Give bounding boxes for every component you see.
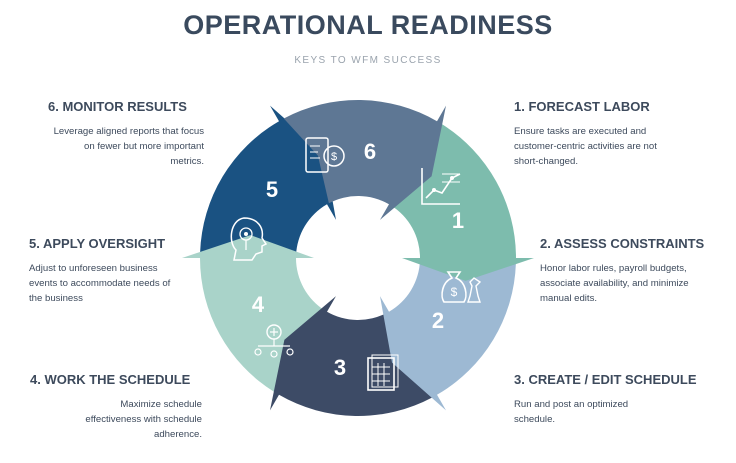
page-title: OPERATIONAL READINESS bbox=[183, 10, 553, 40]
step-5-heading: 5. APPLY OVERSIGHT bbox=[29, 236, 166, 251]
cycle-arrow-segment-6 bbox=[283, 100, 446, 220]
step-4-number: 4 bbox=[252, 292, 265, 317]
step-6-block: 6. MONITOR RESULTS Leverage aligned repo… bbox=[48, 99, 204, 169]
svg-text:$: $ bbox=[331, 151, 337, 163]
step-2-heading: 2. ASSESS CONSTRAINTS bbox=[540, 236, 705, 251]
step-3-number: 3 bbox=[334, 355, 346, 380]
report-dashboard-icon: $ bbox=[305, 137, 345, 173]
step-3-block: 3. CREATE / EDIT SCHEDULE Run and post a… bbox=[514, 372, 714, 427]
svg-text:$: $ bbox=[451, 285, 458, 299]
step-1-heading: 1. FORECAST LABOR bbox=[514, 99, 650, 114]
head-idea-icon bbox=[230, 217, 268, 261]
step-2-block: 2. ASSESS CONSTRAINTS Honor labor rules,… bbox=[540, 236, 736, 306]
step-2-description: Honor labor rules, payroll budgets, asso… bbox=[540, 263, 689, 304]
line-chart-icon bbox=[421, 168, 461, 205]
step-1-description: Ensure tasks are executed and customer-c… bbox=[514, 126, 657, 167]
schedule-grid-icon bbox=[367, 354, 399, 391]
step-4-heading: 4. WORK THE SCHEDULE bbox=[30, 372, 191, 387]
step-5-description: Adjust to unforeseen business events to … bbox=[29, 263, 171, 304]
step-6-heading: 6. MONITOR RESULTS bbox=[48, 99, 187, 114]
step-5-number: 5 bbox=[266, 177, 278, 202]
step-4-block: 4. WORK THE SCHEDULE Maximize schedule e… bbox=[30, 372, 202, 442]
step-2-number: 2 bbox=[432, 308, 444, 333]
step-4-description: Maximize schedule effectiveness with sch… bbox=[85, 399, 202, 440]
page-subtitle: KEYS TO WFM SUCCESS bbox=[294, 55, 442, 66]
cycle-arrow-segment-5 bbox=[200, 105, 336, 256]
step-1-number: 1 bbox=[452, 208, 464, 233]
step-3-description: Run and post an optimized schedule. bbox=[514, 399, 629, 425]
cycle-arrow-segment-2 bbox=[380, 260, 516, 411]
cycle-arrow-segment-4 bbox=[182, 235, 326, 392]
team-network-icon bbox=[254, 324, 294, 358]
step-5-block: 5. APPLY OVERSIGHT Adjust to unforeseen … bbox=[29, 236, 199, 306]
cycle-arrow-segment-1 bbox=[390, 124, 534, 281]
step-6-description: Leverage aligned reports that focus on f… bbox=[53, 126, 204, 167]
money-bag-chess-icon: $ bbox=[441, 271, 482, 303]
cycle-arrow-segment-3 bbox=[270, 296, 433, 416]
step-3-heading: 3. CREATE / EDIT SCHEDULE bbox=[514, 372, 697, 387]
step-6-number: 6 bbox=[364, 139, 376, 164]
step-1-block: 1. FORECAST LABOR Ensure tasks are execu… bbox=[514, 99, 714, 169]
